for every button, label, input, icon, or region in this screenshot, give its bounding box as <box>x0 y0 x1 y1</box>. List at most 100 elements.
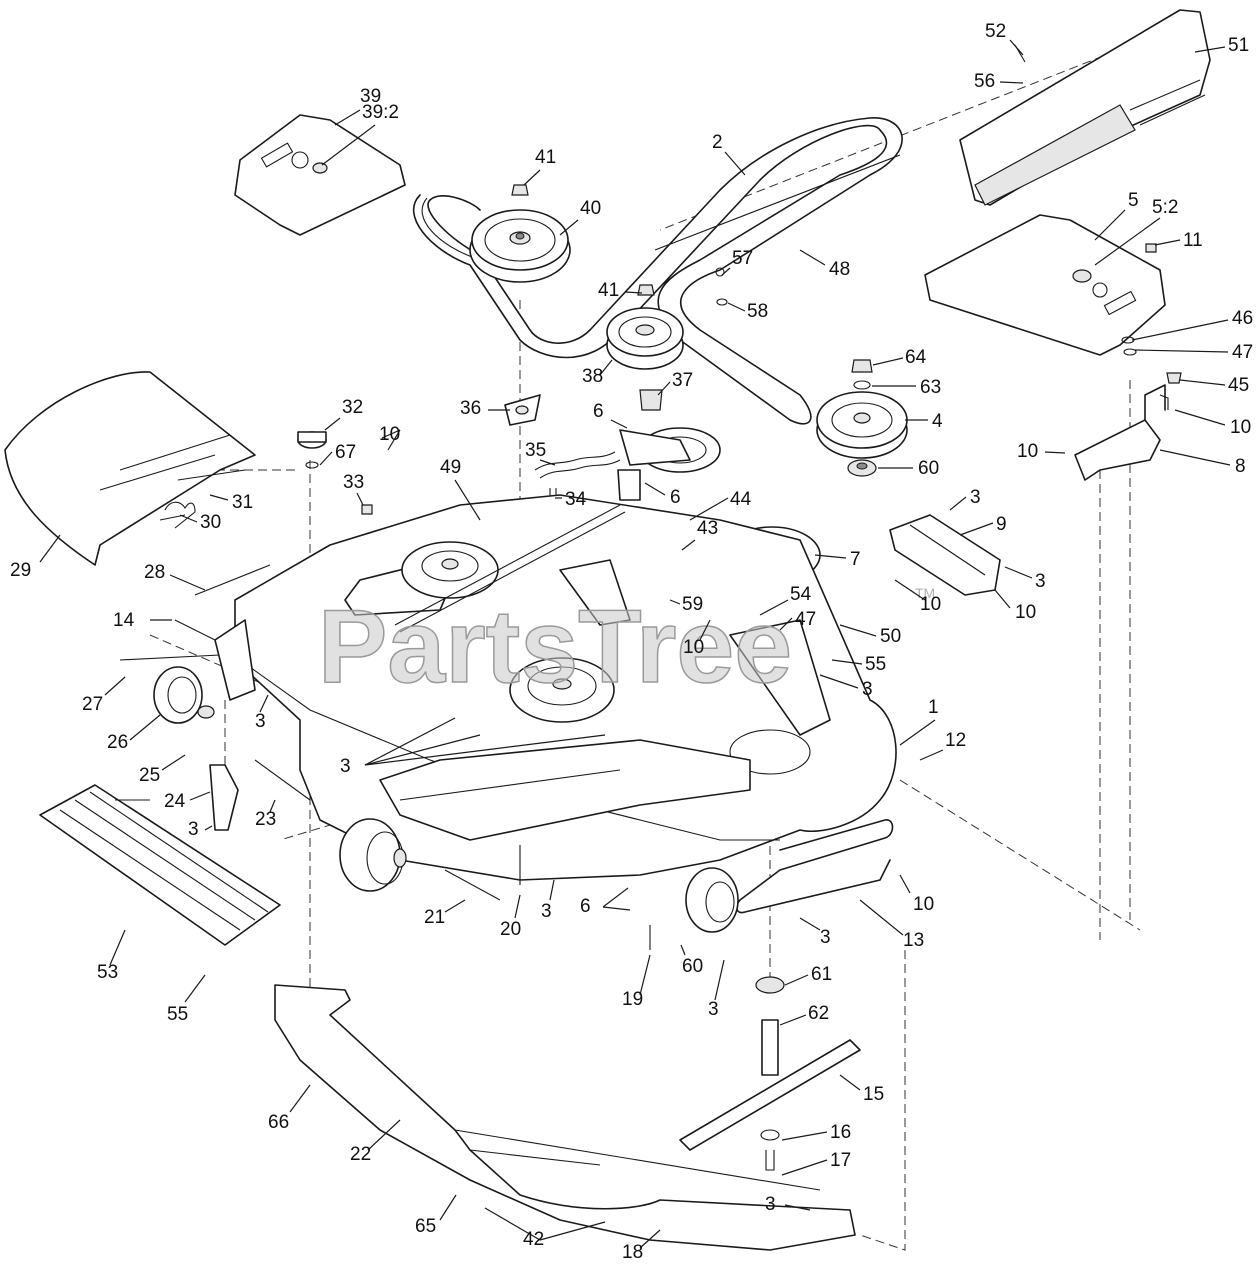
part-front-rail <box>379 739 751 841</box>
callout-leader-line <box>602 887 629 908</box>
callout-number: 3 <box>340 756 351 777</box>
callout-61: 61 <box>784 964 832 986</box>
callout-leader-line <box>1154 239 1181 246</box>
callout-leader-line <box>559 219 579 236</box>
callout-55: 55 <box>167 974 206 1025</box>
callout-leader-line <box>681 539 696 551</box>
callout-number: 1 <box>928 697 939 718</box>
callout-number: 41 <box>598 280 619 301</box>
callout-number: 50 <box>880 626 901 647</box>
callout-41: 41 <box>598 280 643 301</box>
callout-leader-line <box>444 899 466 913</box>
callout-number: 6 <box>580 896 591 917</box>
callout-leader-line <box>161 754 186 771</box>
callout-number: 67 <box>335 442 356 463</box>
callout-20: 20 <box>500 894 521 940</box>
callout-number: 5:2 <box>1152 197 1178 218</box>
callout-10: 10 <box>899 874 934 915</box>
callout-leader-line <box>184 974 206 1003</box>
callout-number: 17 <box>830 1150 851 1171</box>
callout-number: 3 <box>541 901 552 922</box>
callout-leader-line <box>321 124 376 166</box>
callout-number: 11 <box>1183 230 1203 251</box>
callout-number: 28 <box>144 562 165 583</box>
callout-number: 6 <box>670 487 681 508</box>
callout-number: 54 <box>790 584 812 605</box>
callout-leader-line <box>1044 451 1066 454</box>
callout-number: 38 <box>582 366 603 387</box>
callout-leader-line <box>523 169 541 186</box>
callout-number: 42 <box>523 1229 544 1250</box>
callout-47: 47 <box>779 609 816 631</box>
callout-leader-line <box>367 1119 401 1151</box>
callout-leader-line <box>680 944 686 956</box>
callout-leader-line <box>639 954 651 996</box>
callout-number: 47 <box>1232 342 1253 363</box>
callout-leader-line <box>104 676 126 696</box>
callout-number: 63 <box>920 377 941 398</box>
callout-number: 47 <box>795 609 816 630</box>
callout-15: 15 <box>839 1074 884 1105</box>
callout-leader-line <box>784 1204 811 1211</box>
callout-number: 62 <box>808 1003 829 1024</box>
callout-number: 3 <box>970 487 981 508</box>
callout-leader-line <box>714 959 725 1001</box>
callout-leader-line <box>669 599 681 605</box>
callout-leader-line <box>539 459 556 466</box>
callout-52: 52 <box>985 21 1024 56</box>
callout-18: 18 <box>622 1229 661 1263</box>
callout-37: 37 <box>657 370 693 396</box>
callout-1: 1 <box>899 697 939 746</box>
callout-number: 30 <box>200 512 221 533</box>
callout-leader-line <box>549 879 555 901</box>
callout-leader-line <box>949 496 967 511</box>
callout-number: 12 <box>945 730 966 751</box>
callout-number: 61 <box>811 964 832 985</box>
part-40-pulley <box>469 209 571 283</box>
callout-leader-line <box>899 719 936 746</box>
callout-number: 3 <box>255 711 266 732</box>
callout-leader-line <box>624 291 643 294</box>
part-29-discharge-chute <box>4 371 256 566</box>
callout-leader-line <box>779 1014 807 1026</box>
callout-number: 33 <box>343 472 364 493</box>
callout-leader-line <box>1094 209 1126 241</box>
callout-leader-line <box>781 1131 828 1141</box>
part-22-baffle <box>274 984 856 1251</box>
callout-leader-line <box>1194 46 1226 53</box>
callout-5: 5 <box>1094 190 1139 241</box>
watermark: PartsTree TM <box>317 585 935 706</box>
callout-leader-line <box>599 359 613 376</box>
callout-number: 9 <box>996 514 1007 535</box>
callout-leader-line <box>919 749 944 761</box>
callout-number: 21 <box>424 907 445 928</box>
callout-number: 60 <box>918 458 939 479</box>
callout-44: 44 <box>689 489 752 521</box>
callout-23: 23 <box>255 799 276 830</box>
callout-number: 36 <box>460 398 481 419</box>
callout-number: 46 <box>1232 308 1253 329</box>
callout-leader-line <box>209 494 229 501</box>
callout-48: 48 <box>799 249 850 280</box>
callout-number: 58 <box>747 301 768 322</box>
callout-26: 26 <box>107 714 161 753</box>
callout-leader-line <box>839 624 877 637</box>
callout-number: 29 <box>10 560 31 581</box>
callout-leader-line <box>1159 449 1231 466</box>
callout-number: 25 <box>139 765 160 786</box>
callout-leader-line <box>959 522 994 536</box>
callout-leader-line <box>1174 409 1226 426</box>
callout-leader-line <box>364 734 481 766</box>
callout-number: 35 <box>525 440 546 461</box>
callout-number: 10 <box>379 424 400 445</box>
callout-number: 23 <box>255 809 276 830</box>
callout-number: 3 <box>708 999 719 1020</box>
callout-leader-line <box>819 674 859 689</box>
callout-number: 3 <box>1035 571 1046 592</box>
callout-leader-line <box>639 1229 661 1249</box>
callout-number: 66 <box>268 1112 289 1133</box>
callout-2: 2 <box>712 132 746 176</box>
watermark-text: PartsTree <box>318 589 792 705</box>
callout-leader-line <box>129 714 161 741</box>
